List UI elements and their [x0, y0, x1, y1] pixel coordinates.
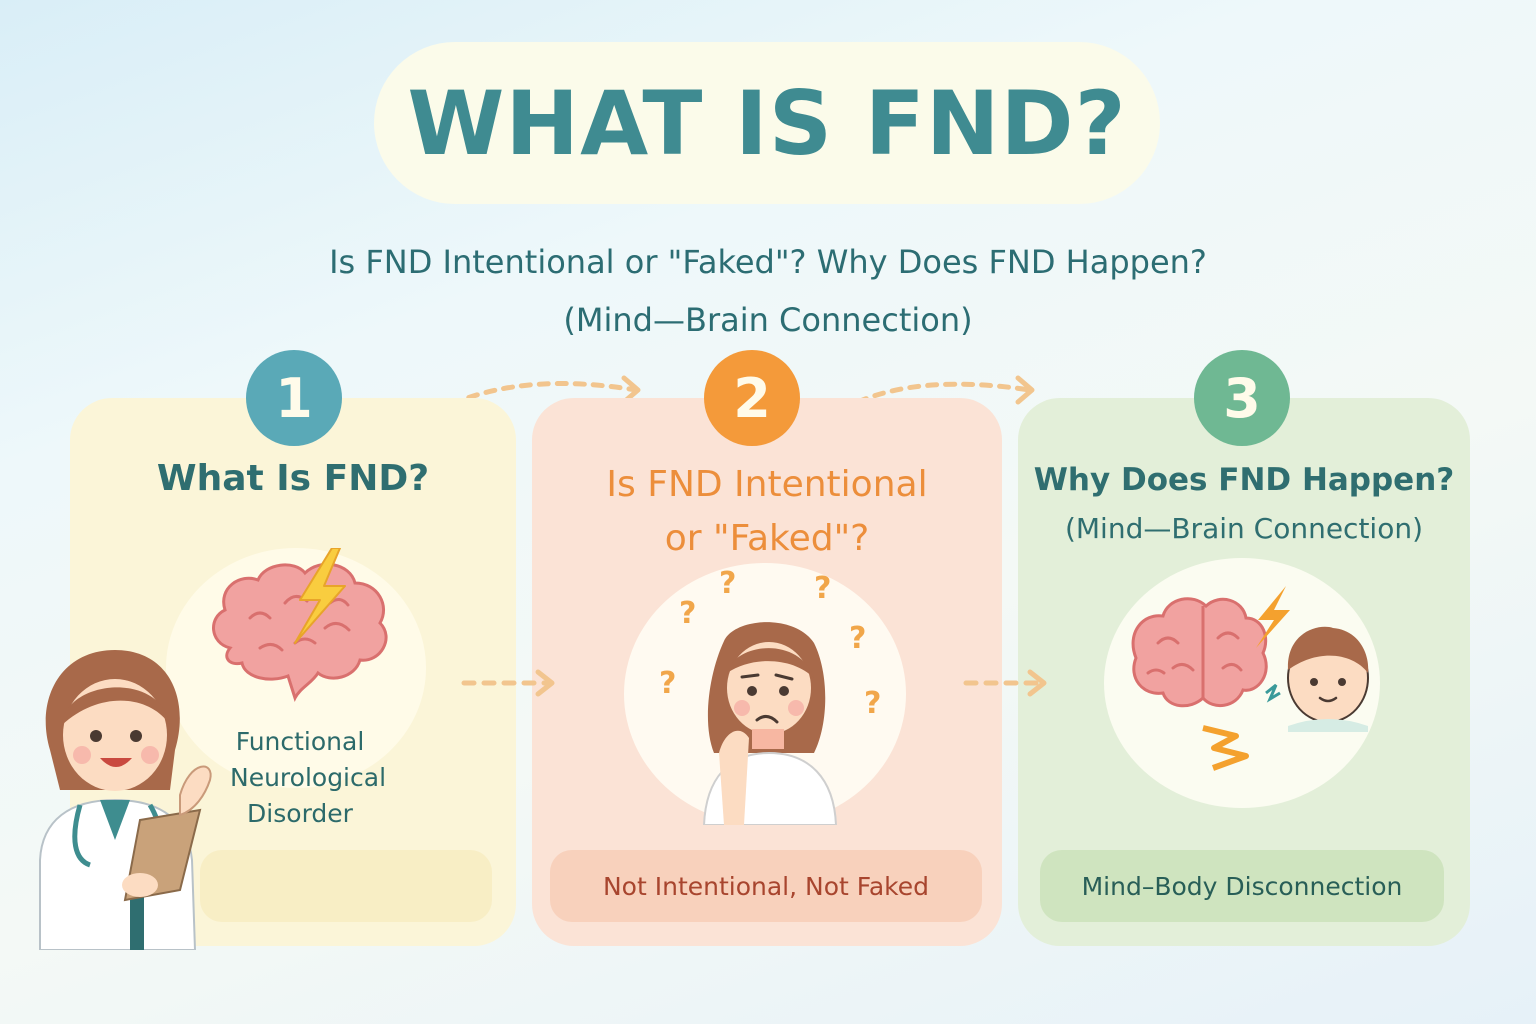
doctor-with-clipboard-icon: [39, 650, 212, 950]
step-3-result-pill: Mind–Body Disconnection: [1040, 850, 1444, 922]
middle-arrow-2-icon: [963, 669, 1047, 697]
confused-person-icon: ??? ???: [659, 566, 881, 825]
step-card-2: Is FND Intentional or "Faked"? ??? ??? N…: [532, 398, 1002, 946]
subtitle-line-2: (Mind—Brain Connection): [563, 301, 973, 339]
step-2-title-line-2: or "Faked"?: [664, 518, 870, 559]
top-arrow-2-icon: [855, 375, 1035, 405]
step-1-result-pill: [200, 850, 492, 922]
step-3-title: Why Does FND Happen?: [1033, 462, 1455, 498]
step-1-number-badge: 1: [246, 350, 342, 446]
step-2-number-badge: 2: [704, 350, 800, 446]
step-1-description: Functional Neurological Disorder: [230, 724, 387, 832]
description-line: Disorder: [247, 799, 353, 828]
svg-text:?: ?: [719, 566, 736, 601]
svg-text:?: ?: [679, 596, 696, 631]
step-card-3: Why Does FND Happen? (Mind—Brain Connect…: [1018, 398, 1470, 946]
page-title: WHAT IS FND?: [407, 71, 1127, 175]
description-line: Neurological: [230, 763, 387, 792]
middle-arrow-1-icon: [461, 669, 555, 697]
subtitle-line-1: Is FND Intentional or "Faked"? Why Does …: [329, 243, 1207, 281]
title-banner: WHAT IS FND?: [374, 42, 1160, 204]
step-2-result-pill: Not Intentional, Not Faked: [550, 850, 982, 922]
svg-text:?: ?: [814, 571, 831, 606]
step-2-title-line-1: Is FND Intentional: [606, 464, 928, 505]
brain-body-disconnect-icon: [1131, 586, 1369, 771]
step-3-number-badge: 3: [1194, 350, 1290, 446]
step-3-subtitle: (Mind—Brain Connection): [1064, 512, 1424, 545]
brain-lightning-icon: [212, 548, 388, 702]
svg-text:?: ?: [864, 686, 881, 721]
svg-text:?: ?: [659, 666, 676, 701]
step-1-title: What Is FND?: [156, 458, 430, 499]
step-2-title: Is FND Intentional or "Faked"?: [532, 458, 1002, 566]
description-line: Functional: [235, 727, 365, 756]
svg-text:?: ?: [849, 621, 866, 656]
